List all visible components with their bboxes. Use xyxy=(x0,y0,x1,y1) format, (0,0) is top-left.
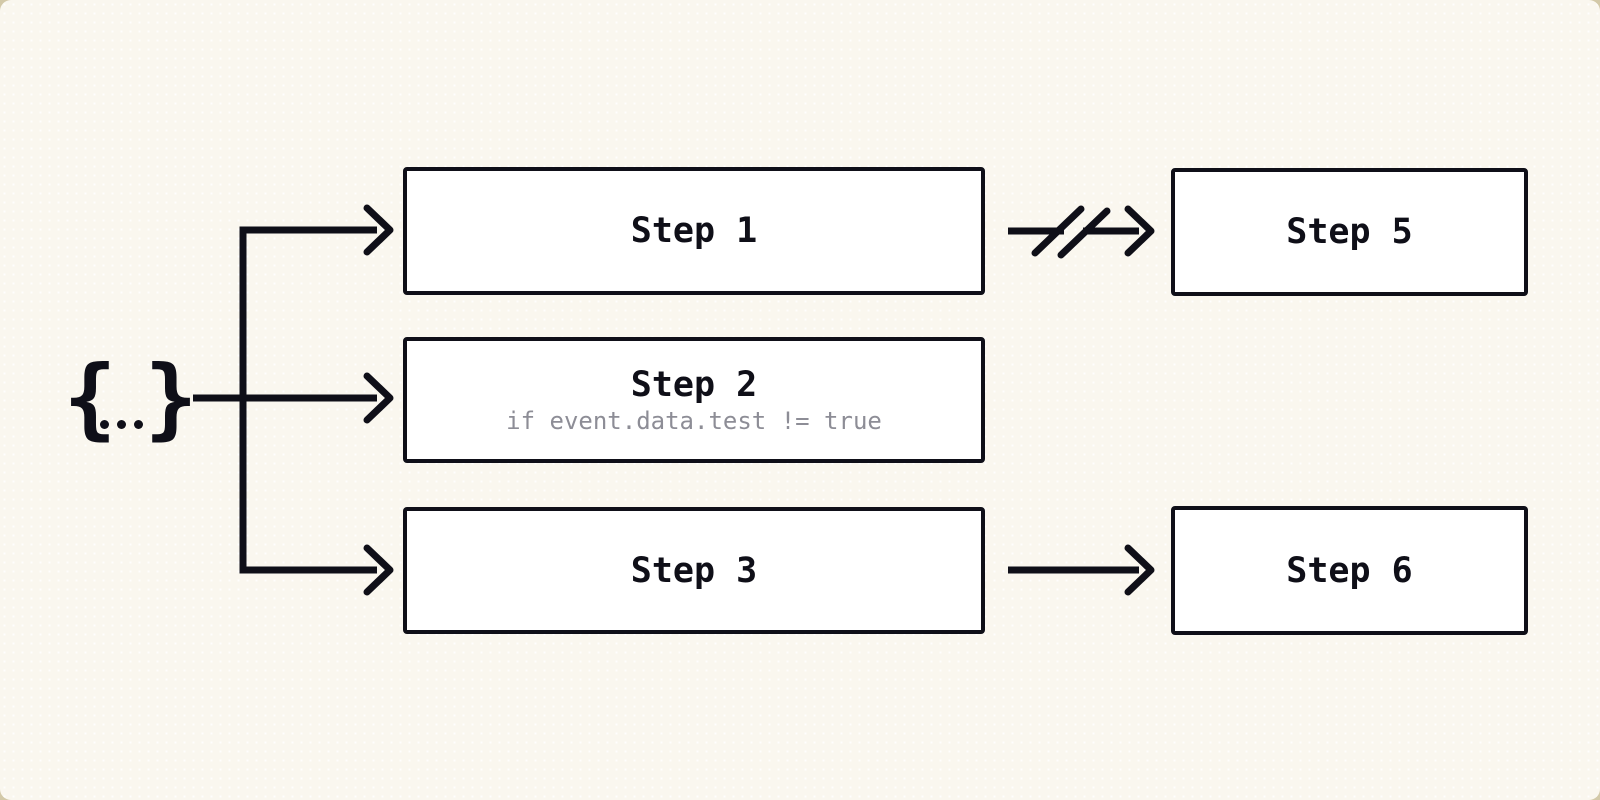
json-event-icon: { } xyxy=(62,346,198,449)
arrowhead-step5 xyxy=(1124,205,1155,257)
step-2-label: Step 2 xyxy=(630,365,758,405)
arrowhead-step1 xyxy=(363,204,394,256)
step-5-label: Step 5 xyxy=(1286,212,1413,252)
break-slash-icon xyxy=(1057,207,1111,259)
left-brace: { xyxy=(63,346,117,449)
step-1-node: Step 1 xyxy=(403,167,985,295)
arrowhead-step3 xyxy=(363,544,394,596)
dot xyxy=(116,419,126,429)
ellipsis-dots-icon xyxy=(99,419,143,429)
step-6-label: Step 6 xyxy=(1286,550,1413,591)
step-1-label: Step 1 xyxy=(630,211,758,251)
step-3-label: Step 3 xyxy=(630,550,758,591)
step-6-node: Step 6 xyxy=(1171,506,1528,635)
right-brace: } xyxy=(144,346,198,449)
break-slash-icon xyxy=(1031,205,1085,257)
arrowhead-step2 xyxy=(363,372,394,424)
dot xyxy=(99,419,109,429)
step-2-condition: if event.data.test != true xyxy=(506,407,882,435)
step-5-node: Step 5 xyxy=(1171,168,1528,296)
step-3-node: Step 3 xyxy=(403,507,985,634)
edge-event-step3 xyxy=(239,396,377,574)
dot xyxy=(133,419,143,429)
arrowhead-step6 xyxy=(1124,544,1155,596)
edge-event-step1 xyxy=(239,226,377,400)
step-2-node: Step 2 if event.data.test != true xyxy=(403,337,985,463)
